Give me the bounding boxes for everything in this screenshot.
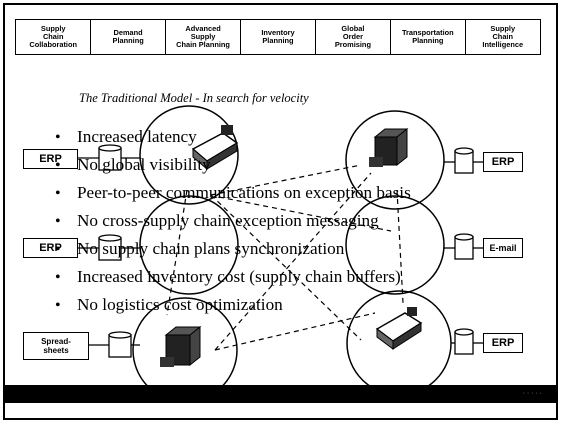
issue-item: Increased inventory cost (supply chain b… — [55, 263, 411, 291]
tab-supply-chain-collaboration[interactable]: Supply Chain Collaboration — [15, 19, 92, 55]
server-building-icon — [160, 325, 202, 367]
footer-bar — [5, 385, 556, 403]
database-icon — [108, 331, 132, 358]
issue-item: No global visibility — [55, 151, 411, 179]
tab-demand-planning[interactable]: Demand Planning — [89, 19, 167, 55]
issue-item: Peer-to-peer communications on exception… — [55, 179, 411, 207]
footer-text: · · · · · — [522, 390, 542, 397]
database-icon — [454, 147, 474, 174]
factory-icon — [375, 307, 423, 350]
system-box-erp-right-top: ERP — [483, 152, 523, 172]
issue-item: No cross-supply chain exception messagin… — [55, 207, 411, 235]
issue-list: Increased latency No global visibility P… — [55, 123, 411, 319]
issue-item: No supply chain plans synchronization — [55, 235, 411, 263]
module-tab-row: Supply Chain Collaboration Demand Planni… — [15, 19, 541, 55]
slide: Supply Chain Collaboration Demand Planni… — [3, 3, 558, 420]
system-box-erp-right-bottom: ERP — [483, 333, 523, 353]
slide-subtitle: The Traditional Model - In search for ve… — [79, 91, 309, 105]
database-icon — [454, 328, 474, 355]
issue-item: Increased latency — [55, 123, 411, 151]
issue-item: No logistics cost optimization — [55, 291, 411, 319]
tab-inventory-planning[interactable]: Inventory Planning — [239, 19, 317, 55]
system-box-spreadsheets: Spread- sheets — [23, 332, 89, 360]
link-bl-br — [214, 312, 376, 351]
tab-transportation-planning[interactable]: Transportation Planning — [389, 19, 467, 55]
system-box-email: E-mail — [483, 238, 523, 258]
database-icon — [454, 233, 474, 260]
tab-supply-chain-intelligence[interactable]: Supply Chain Intelligence — [464, 19, 541, 55]
